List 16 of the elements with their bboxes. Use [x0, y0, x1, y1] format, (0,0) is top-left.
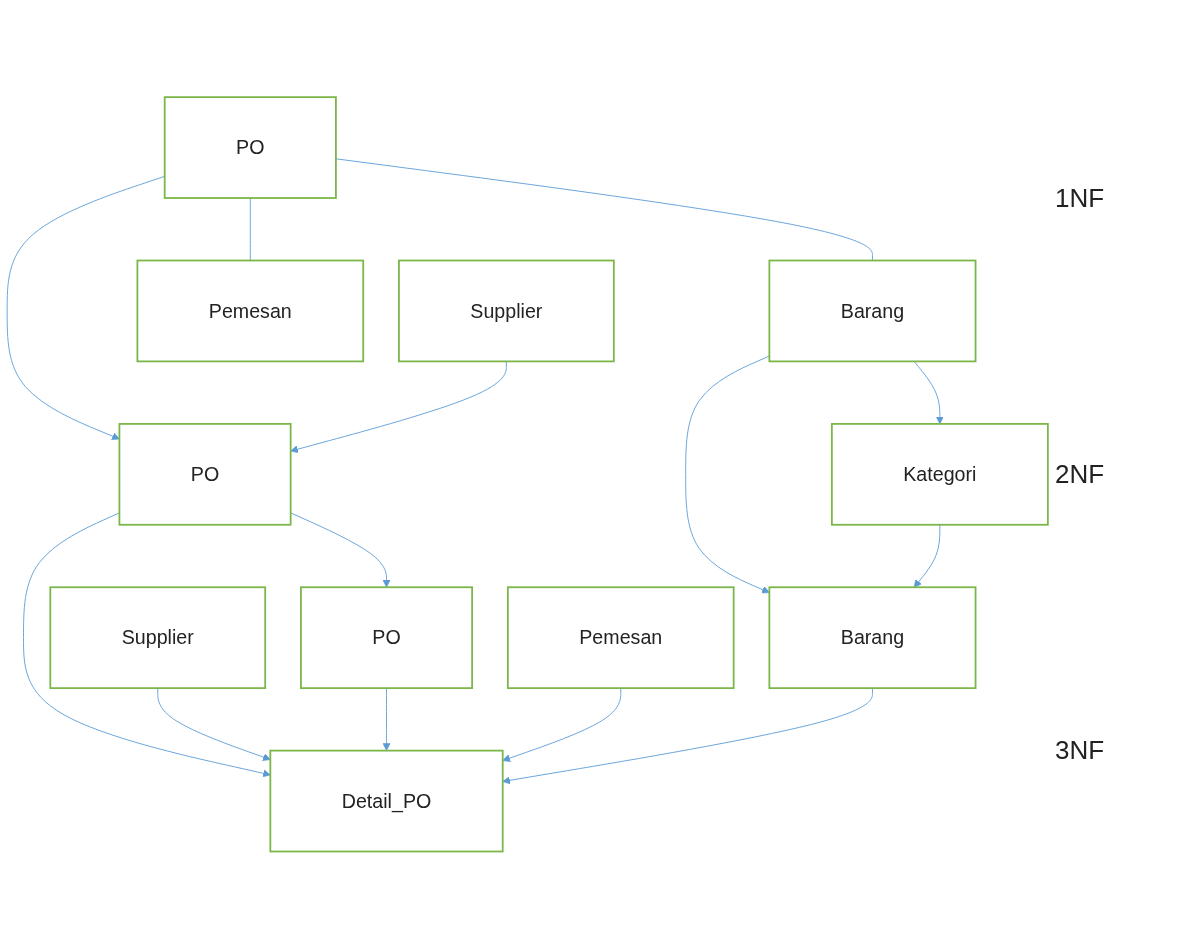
node-box: Barang	[768, 586, 977, 690]
node-box: Supplier	[398, 259, 615, 363]
node-box: Barang	[768, 259, 977, 363]
connector	[249, 197, 251, 262]
node-box: Kategori	[830, 423, 1049, 526]
node-box: Supplier	[49, 586, 267, 690]
level-label: 3NF	[1055, 735, 1106, 767]
node-box: Pemesan	[506, 586, 735, 690]
node-box: PO	[118, 423, 292, 526]
node-box: PO	[163, 96, 337, 200]
level-label: 1NF	[1055, 182, 1106, 214]
node-box: Pemesan	[136, 259, 365, 363]
level-label: 2NF	[1055, 459, 1106, 490]
node-box: PO	[300, 586, 474, 690]
node-box: Detail_PO	[269, 749, 504, 853]
connector	[335, 158, 873, 262]
